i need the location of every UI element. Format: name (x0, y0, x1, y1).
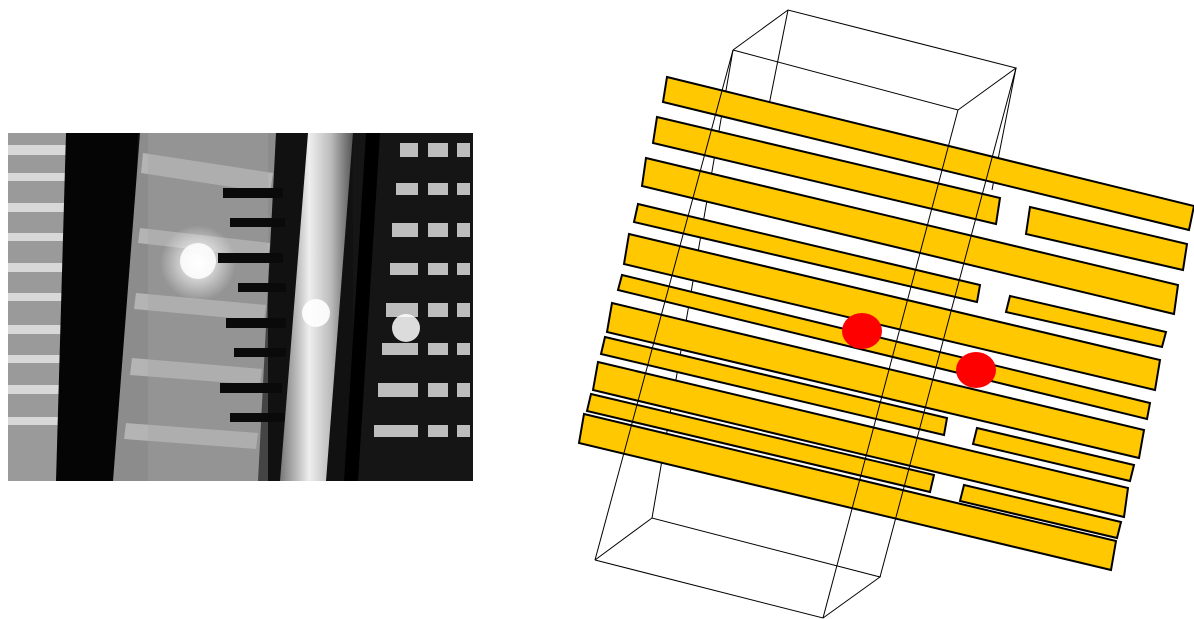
bar-row-10-left (585, 392, 936, 494)
bar-row-2-right (1024, 205, 1189, 272)
bar-row-9 (591, 360, 1130, 519)
marker-1 (842, 313, 882, 349)
bar-row-4-right (1004, 294, 1168, 349)
grayscale-depth-image (8, 133, 473, 481)
bar-row-3 (640, 156, 1180, 316)
bar-row-2-left (651, 115, 1002, 226)
bar-row-8-left (599, 335, 949, 437)
bar-row-5 (622, 232, 1162, 392)
bounding-box-front (594, 49, 1017, 619)
marker-2 (956, 352, 996, 388)
yellow-bars (577, 75, 1194, 572)
bar-row-11 (577, 412, 1118, 572)
bar-row-10-right (958, 483, 1123, 540)
bar-row-8-right (971, 426, 1136, 483)
red-markers (842, 313, 996, 388)
bar-row-7 (605, 301, 1146, 460)
bar-row-4-left (632, 202, 982, 304)
bar-row-1 (661, 75, 1194, 232)
